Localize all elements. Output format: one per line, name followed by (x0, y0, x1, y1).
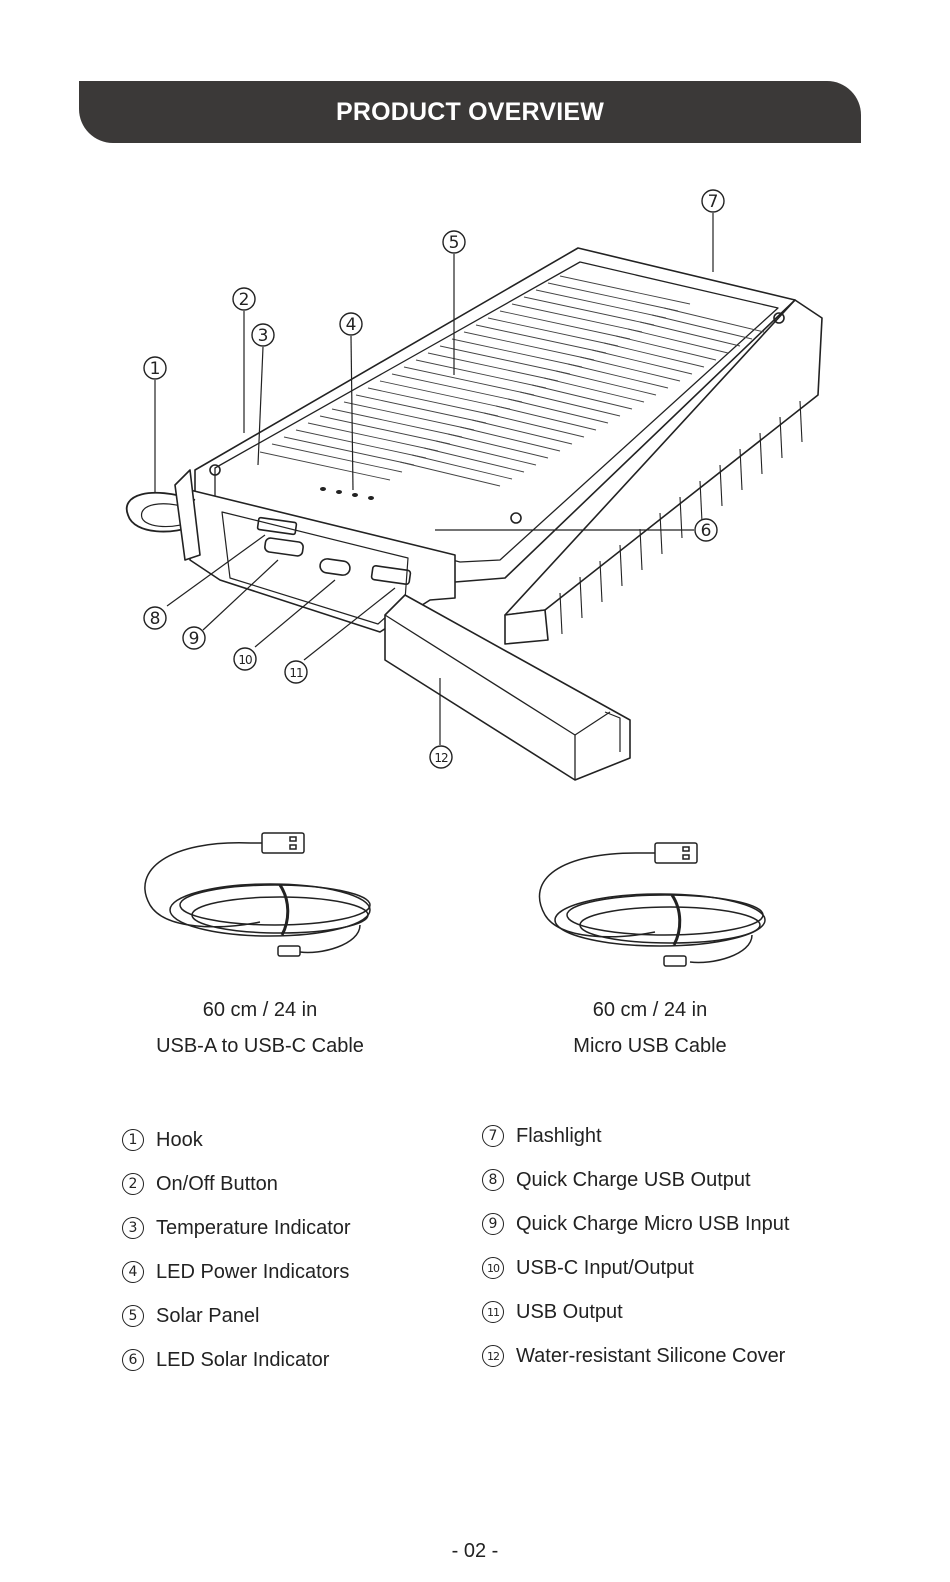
callout-marker-12: 12 (429, 745, 453, 769)
legend-number: 9 (482, 1213, 504, 1235)
legend-label: Solar Panel (156, 1304, 260, 1327)
legend-label: USB Output (516, 1300, 623, 1323)
callout-number: 9 (189, 629, 200, 649)
cable-caption-micro-usb: 60 cm / 24 in Micro USB Cable (500, 992, 800, 1064)
legend-label: Flashlight (516, 1124, 602, 1147)
legend-item: 12 Water-resistant Silicone Cover (482, 1334, 789, 1378)
legend-item: 8 Quick Charge USB Output (482, 1158, 789, 1202)
callout-number: 3 (258, 326, 269, 346)
legend-number: 11 (482, 1301, 504, 1323)
callout-number: 5 (449, 233, 460, 253)
legend-item: 2 On/Off Button (122, 1162, 351, 1206)
legend-number: 10 (482, 1257, 504, 1279)
legend-number: 12 (482, 1345, 504, 1367)
callout-leader-lines (154, 213, 714, 745)
callout-number: 2 (239, 290, 250, 310)
usb-a-to-usb-c-cable-illustration (144, 832, 371, 957)
parts-legend-left: 1 Hook 2 On/Off Button 3 Temperature Indica… (122, 1118, 351, 1382)
callout-number: 12 (434, 751, 448, 765)
legend-label: Temperature Indicator (156, 1216, 351, 1239)
callout-marker-5: 5 (442, 230, 466, 254)
legend-item: 1 Hook (122, 1118, 351, 1162)
callout-marker-2: 2 (232, 287, 256, 311)
callout-marker-8: 8 (143, 606, 167, 630)
cable-length: 60 cm / 24 in (592, 999, 708, 1021)
callout-number: 7 (708, 192, 719, 212)
legend-label: Quick Charge Micro USB Input (516, 1212, 790, 1235)
legend-item: 9 Quick Charge Micro USB Input (482, 1202, 789, 1246)
legend-item: 10 USB-C Input/Output (482, 1246, 789, 1290)
callout-number: 4 (346, 315, 357, 335)
callout-marker-4: 4 (339, 312, 363, 336)
legend-number: 5 (122, 1305, 144, 1327)
header-bar: PRODUCT OVERVIEW (79, 81, 861, 143)
callout-number: 11 (289, 666, 303, 680)
legend-label: LED Solar Indicator (156, 1348, 330, 1371)
micro-usb-cable-illustration (538, 842, 766, 967)
callout-marker-9: 9 (182, 626, 206, 650)
legend-number: 4 (122, 1261, 144, 1283)
parts-legend-right: 7 Flashlight 8 Quick Charge USB Output 9 Qu… (482, 1114, 789, 1378)
legend-item: 4 LED Power Indicators (122, 1250, 351, 1294)
legend-label: Water-resistant Silicone Cover (516, 1344, 786, 1367)
legend-number: 3 (122, 1217, 144, 1239)
legend-number: 8 (482, 1169, 504, 1191)
cable-length: 60 cm / 24 in (202, 999, 318, 1021)
legend-label: Quick Charge USB Output (516, 1168, 751, 1191)
callout-marker-1: 1 (143, 356, 167, 380)
legend-item: 6 LED Solar Indicator (122, 1338, 351, 1382)
callout-marker-7: 7 (701, 189, 725, 213)
cable-caption-usb-c: 60 cm / 24 in USB-A to USB-C Cable (110, 992, 410, 1064)
callout-marker-11: 11 (284, 660, 308, 684)
power-bank-drawing (125, 247, 823, 781)
page-number: - 02 - (451, 1540, 499, 1562)
callout-number: 8 (150, 609, 161, 629)
legend-label: USB-C Input/Output (516, 1256, 694, 1279)
legend-number: 2 (122, 1173, 144, 1195)
legend-item: 7 Flashlight (482, 1114, 789, 1158)
legend-item: 3 Temperature Indicator (122, 1206, 351, 1250)
legend-label: Hook (156, 1128, 203, 1151)
callout-marker-3: 3 (251, 323, 275, 347)
cable-name: Micro USB Cable (573, 1035, 727, 1057)
legend-item: 5 Solar Panel (122, 1294, 351, 1338)
page-title: PRODUCT OVERVIEW (335, 97, 605, 126)
legend-number: 6 (122, 1349, 144, 1371)
legend-number: 7 (482, 1125, 504, 1147)
legend-number: 1 (122, 1129, 144, 1151)
legend-label: On/Off Button (156, 1172, 278, 1195)
legend-label: LED Power Indicators (156, 1260, 350, 1283)
callout-number: 6 (701, 521, 712, 541)
legend-item: 11 USB Output (482, 1290, 789, 1334)
callout-marker-6: 6 (694, 518, 718, 542)
cable-name: USB-A to USB-C Cable (156, 1035, 364, 1057)
callout-number: 10 (238, 653, 252, 667)
callout-marker-10: 10 (233, 647, 257, 671)
callout-number: 1 (150, 359, 161, 379)
